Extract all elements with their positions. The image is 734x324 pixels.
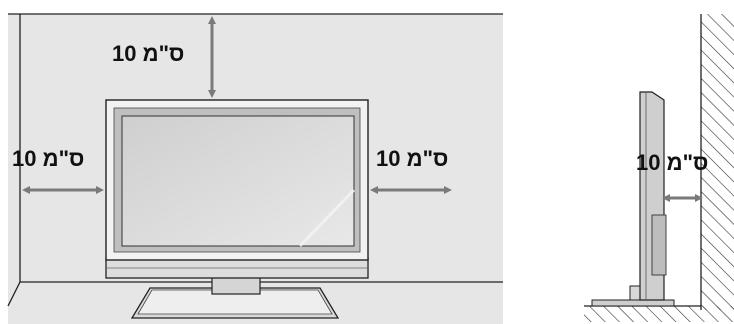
top-clearance-label: 10 ס"מ [112,41,185,66]
tv-screen [121,115,355,247]
right-clearance-label: 10 ס"מ [376,146,449,171]
side-floor-hatch [584,306,734,322]
side-clearance-label: 10 ס"מ [636,150,709,175]
left-clearance-label: 10 ס"מ [12,146,85,171]
tv-side-view [584,14,734,322]
tv-front [105,99,369,319]
floor-corner-line [7,281,21,307]
side-wall-hatch [701,14,734,310]
